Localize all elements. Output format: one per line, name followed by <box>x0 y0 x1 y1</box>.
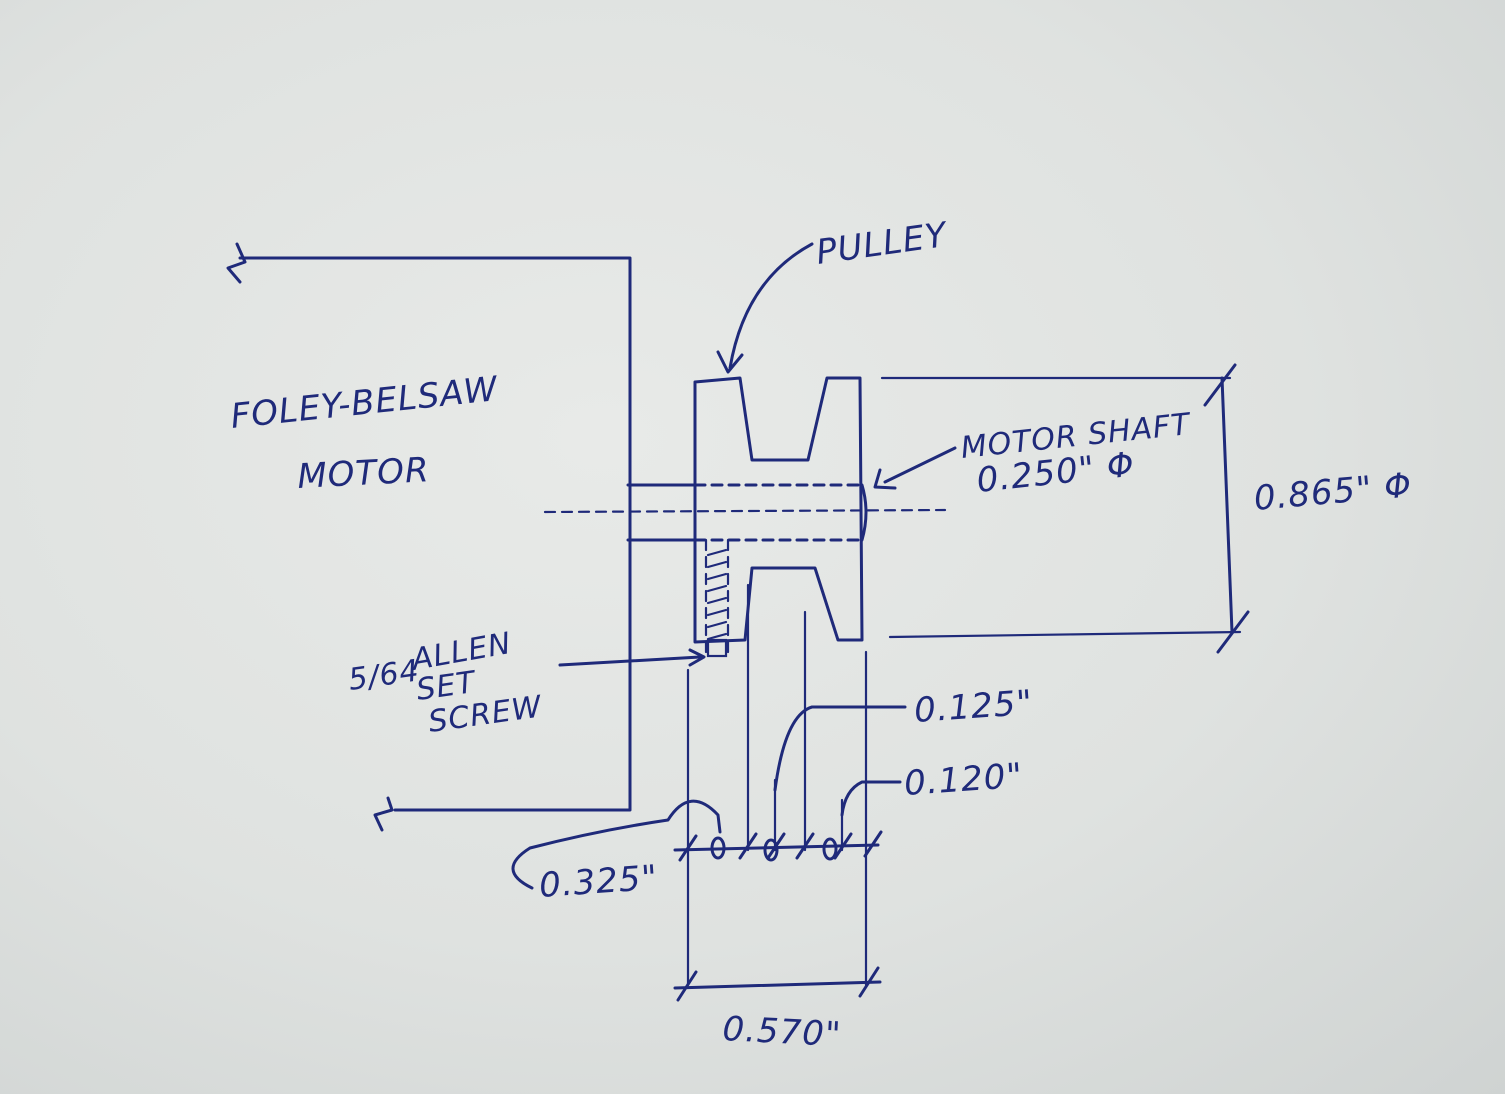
pulley-label: PULLEY <box>814 215 951 273</box>
break-mark-top <box>226 242 247 284</box>
set-screw-size: 5/64 <box>346 653 422 698</box>
outer-diameter-dimension <box>880 363 1250 654</box>
outer-diameter-label: 0.865" Φ <box>1252 465 1413 519</box>
shaft-arrowhead <box>873 468 897 490</box>
leader-0125 <box>773 705 907 792</box>
width-dimension-line <box>673 966 882 1002</box>
leader-0325 <box>511 799 722 890</box>
shaft-centerline <box>543 508 947 514</box>
groove-dimension-line <box>673 830 883 862</box>
dim-0325-label: 0.325" <box>538 858 659 906</box>
motor-label-line1: FOLEY-BELSAW <box>229 369 501 437</box>
motor-outline <box>226 242 632 832</box>
set-screw-leader <box>558 655 702 667</box>
set-screw-arrowhead <box>688 648 706 667</box>
shaft-leader <box>883 446 957 484</box>
pulley-leader <box>728 242 814 370</box>
motor-shaft <box>543 483 947 542</box>
set-screw <box>704 538 730 658</box>
leader-0120 <box>840 780 902 817</box>
pulley-arrowhead <box>716 350 744 374</box>
dim-0570-label: 0.570" <box>722 1009 843 1055</box>
motor-label-line2: MOTOR <box>296 450 430 497</box>
dim-0120-label: 0.120" <box>903 756 1024 804</box>
set-screw-label-line2: SET <box>414 665 479 708</box>
pulley-body <box>693 376 864 644</box>
dim-0125-label: 0.125" <box>913 683 1034 731</box>
break-mark-bottom <box>373 796 394 832</box>
